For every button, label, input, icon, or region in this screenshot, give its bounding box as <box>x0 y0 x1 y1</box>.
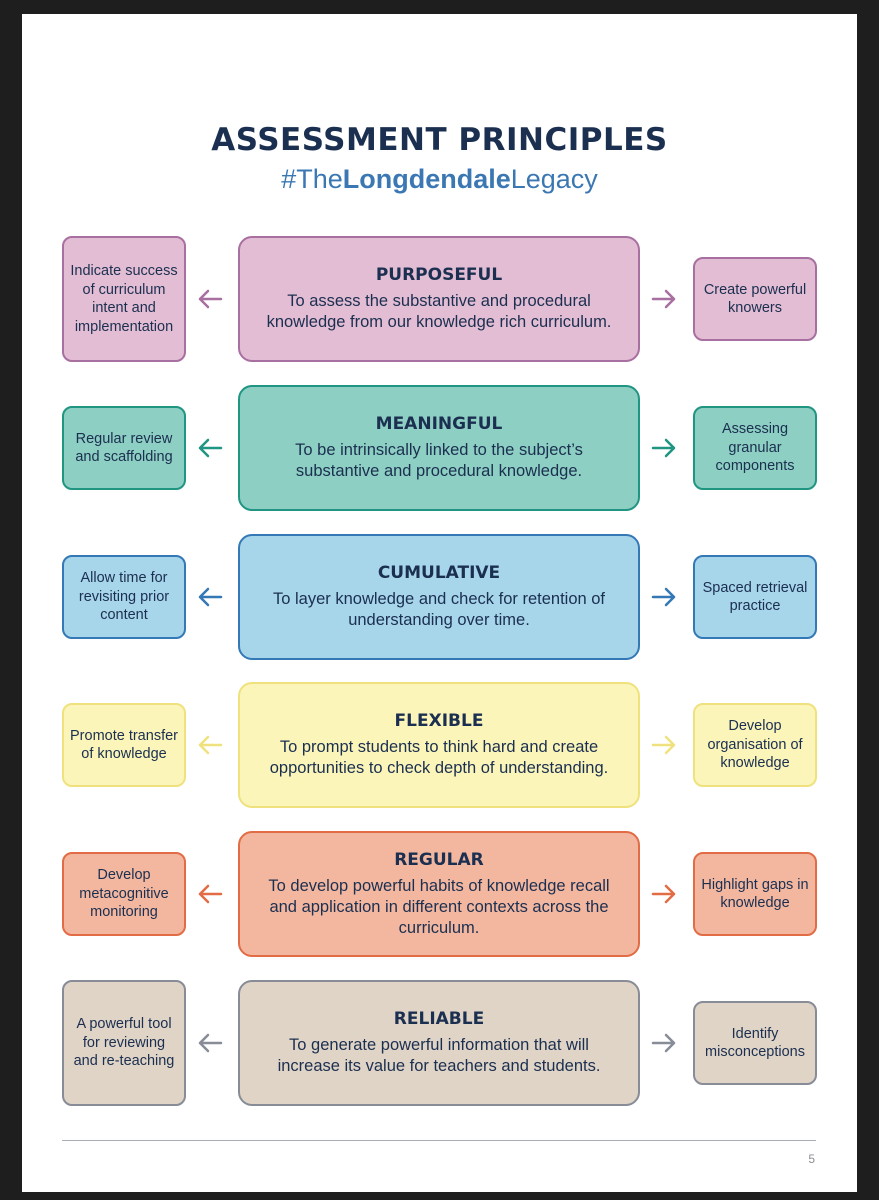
principle-heading: FLEXIBLE <box>394 711 484 731</box>
right-note: Highlight gaps in knowledge <box>693 852 817 936</box>
page-number: 5 <box>808 1152 815 1166</box>
left-arrow-icon <box>196 438 224 458</box>
right-arrow-icon <box>650 289 678 309</box>
footer-rule <box>62 1140 816 1141</box>
left-arrow-icon <box>196 1033 224 1053</box>
principle-description: To generate powerful information that wi… <box>277 1036 601 1075</box>
right-note: Assessing granular components <box>693 406 817 490</box>
principle-card: MEANINGFUL To be intrinsically linked to… <box>238 385 640 511</box>
left-note: Allow time for revisiting prior content <box>62 555 186 639</box>
subtitle-suffix: Legacy <box>510 164 598 194</box>
right-note: Spaced retrieval practice <box>693 555 817 639</box>
principle-heading: RELIABLE <box>393 1009 485 1029</box>
principle-description: To assess the substantive and procedural… <box>266 292 612 331</box>
right-arrow-icon <box>650 587 678 607</box>
principle-description: To prompt students to think hard and cre… <box>269 738 609 777</box>
principle-description: To develop powerful habits of knowledge … <box>268 876 610 937</box>
left-note: Indicate success of curriculum intent an… <box>62 236 186 362</box>
left-note: Develop metacognitive monitoring <box>62 852 186 936</box>
left-arrow-icon <box>196 884 224 904</box>
right-note: Create powerful knowers <box>693 257 817 341</box>
right-arrow-icon <box>650 1033 678 1053</box>
principle-heading: PURPOSEFUL <box>375 265 503 285</box>
principle-card: REGULAR To develop powerful habits of kn… <box>238 831 640 957</box>
right-note: Identify misconceptions <box>693 1001 817 1085</box>
left-note: Regular review and scaffolding <box>62 406 186 490</box>
page-subtitle: #TheLongdendaleLegacy <box>22 164 857 195</box>
principle-description: To be intrinsically linked to the subjec… <box>295 441 583 480</box>
principle-card: RELIABLE To generate powerful informatio… <box>238 980 640 1106</box>
left-arrow-icon <box>196 587 224 607</box>
left-note: Promote transfer of knowledge <box>62 703 186 787</box>
left-note: A powerful tool for reviewing and re-tea… <box>62 980 186 1106</box>
right-arrow-icon <box>650 735 678 755</box>
left-arrow-icon <box>196 289 224 309</box>
subtitle-prefix: #The <box>281 164 343 194</box>
right-note: Develop organisation of knowledge <box>693 703 817 787</box>
principle-card: FLEXIBLE To prompt students to think har… <box>238 682 640 808</box>
subtitle-bold: Longdendale <box>342 164 511 194</box>
principle-heading: REGULAR <box>394 849 484 870</box>
right-arrow-icon <box>650 438 678 458</box>
principle-description: To layer knowledge and check for retenti… <box>272 590 606 629</box>
principle-card: PURPOSEFUL To assess the substantive and… <box>238 236 640 362</box>
right-arrow-icon <box>650 884 678 904</box>
principle-heading: MEANINGFUL <box>375 414 503 434</box>
principle-heading: CUMULATIVE <box>377 563 501 583</box>
left-arrow-icon <box>196 735 224 755</box>
document-page: ASSESSMENT PRINCIPLES #TheLongdendaleLeg… <box>22 14 857 1192</box>
principle-card: CUMULATIVE To layer knowledge and check … <box>238 534 640 660</box>
page-title: ASSESSMENT PRINCIPLES <box>211 122 668 158</box>
